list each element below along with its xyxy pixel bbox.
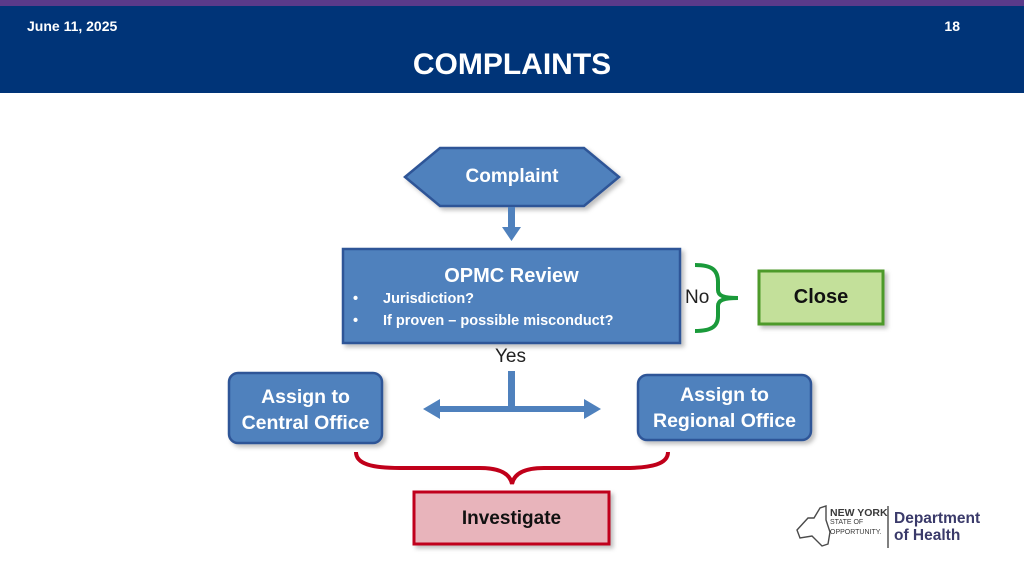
no-brace <box>694 263 739 333</box>
nys-line1: NEW YORK <box>830 507 888 519</box>
investigate-label: Investigate <box>461 508 562 529</box>
slide-page-number: 18 <box>944 18 960 34</box>
regional-office-label: Assign to Regional Office <box>652 384 797 432</box>
doh-line2: of Health <box>894 527 961 544</box>
branch-arrow <box>423 371 601 419</box>
bullet-item: If proven – possible misconduct? <box>353 310 613 332</box>
slide-title: COMPLAINTS <box>412 48 612 81</box>
doh-line1: Department <box>894 510 981 527</box>
nys-line2: STATE OF <box>830 519 864 526</box>
nys-wordmark: NEW YORK STATE OF OPPORTUNITY. <box>830 508 888 538</box>
slide-header: June 11, 2025 18 COMPLAINTS <box>0 6 1024 93</box>
arrow-down <box>502 207 521 241</box>
regional-office-node <box>636 373 813 442</box>
close-label: Close <box>793 286 849 308</box>
slide-date: June 11, 2025 <box>27 18 118 34</box>
review-content: OPMC Review Jurisdiction? If proven – po… <box>343 249 680 343</box>
central-office-label: Assign to Central Office <box>241 386 370 434</box>
bullet-item: Jurisdiction? <box>353 288 613 310</box>
no-label: No <box>685 287 710 308</box>
complaint-node <box>403 146 621 208</box>
central-office-node <box>227 371 384 445</box>
new-york-state-outline-icon <box>796 505 831 547</box>
nys-line3: OPPORTUNITY. <box>830 529 882 536</box>
department-of-health-wordmark: Department of Health <box>894 510 980 544</box>
close-node <box>757 269 885 326</box>
top-accent-bar <box>0 0 1024 6</box>
investigate-node <box>412 490 611 546</box>
review-bullets: Jurisdiction? If proven – possible misco… <box>353 288 613 332</box>
merge-brace <box>354 451 670 485</box>
complaint-label: Complaint <box>465 166 559 187</box>
review-title: OPMC Review <box>444 265 579 287</box>
yes-label: Yes <box>495 346 526 367</box>
